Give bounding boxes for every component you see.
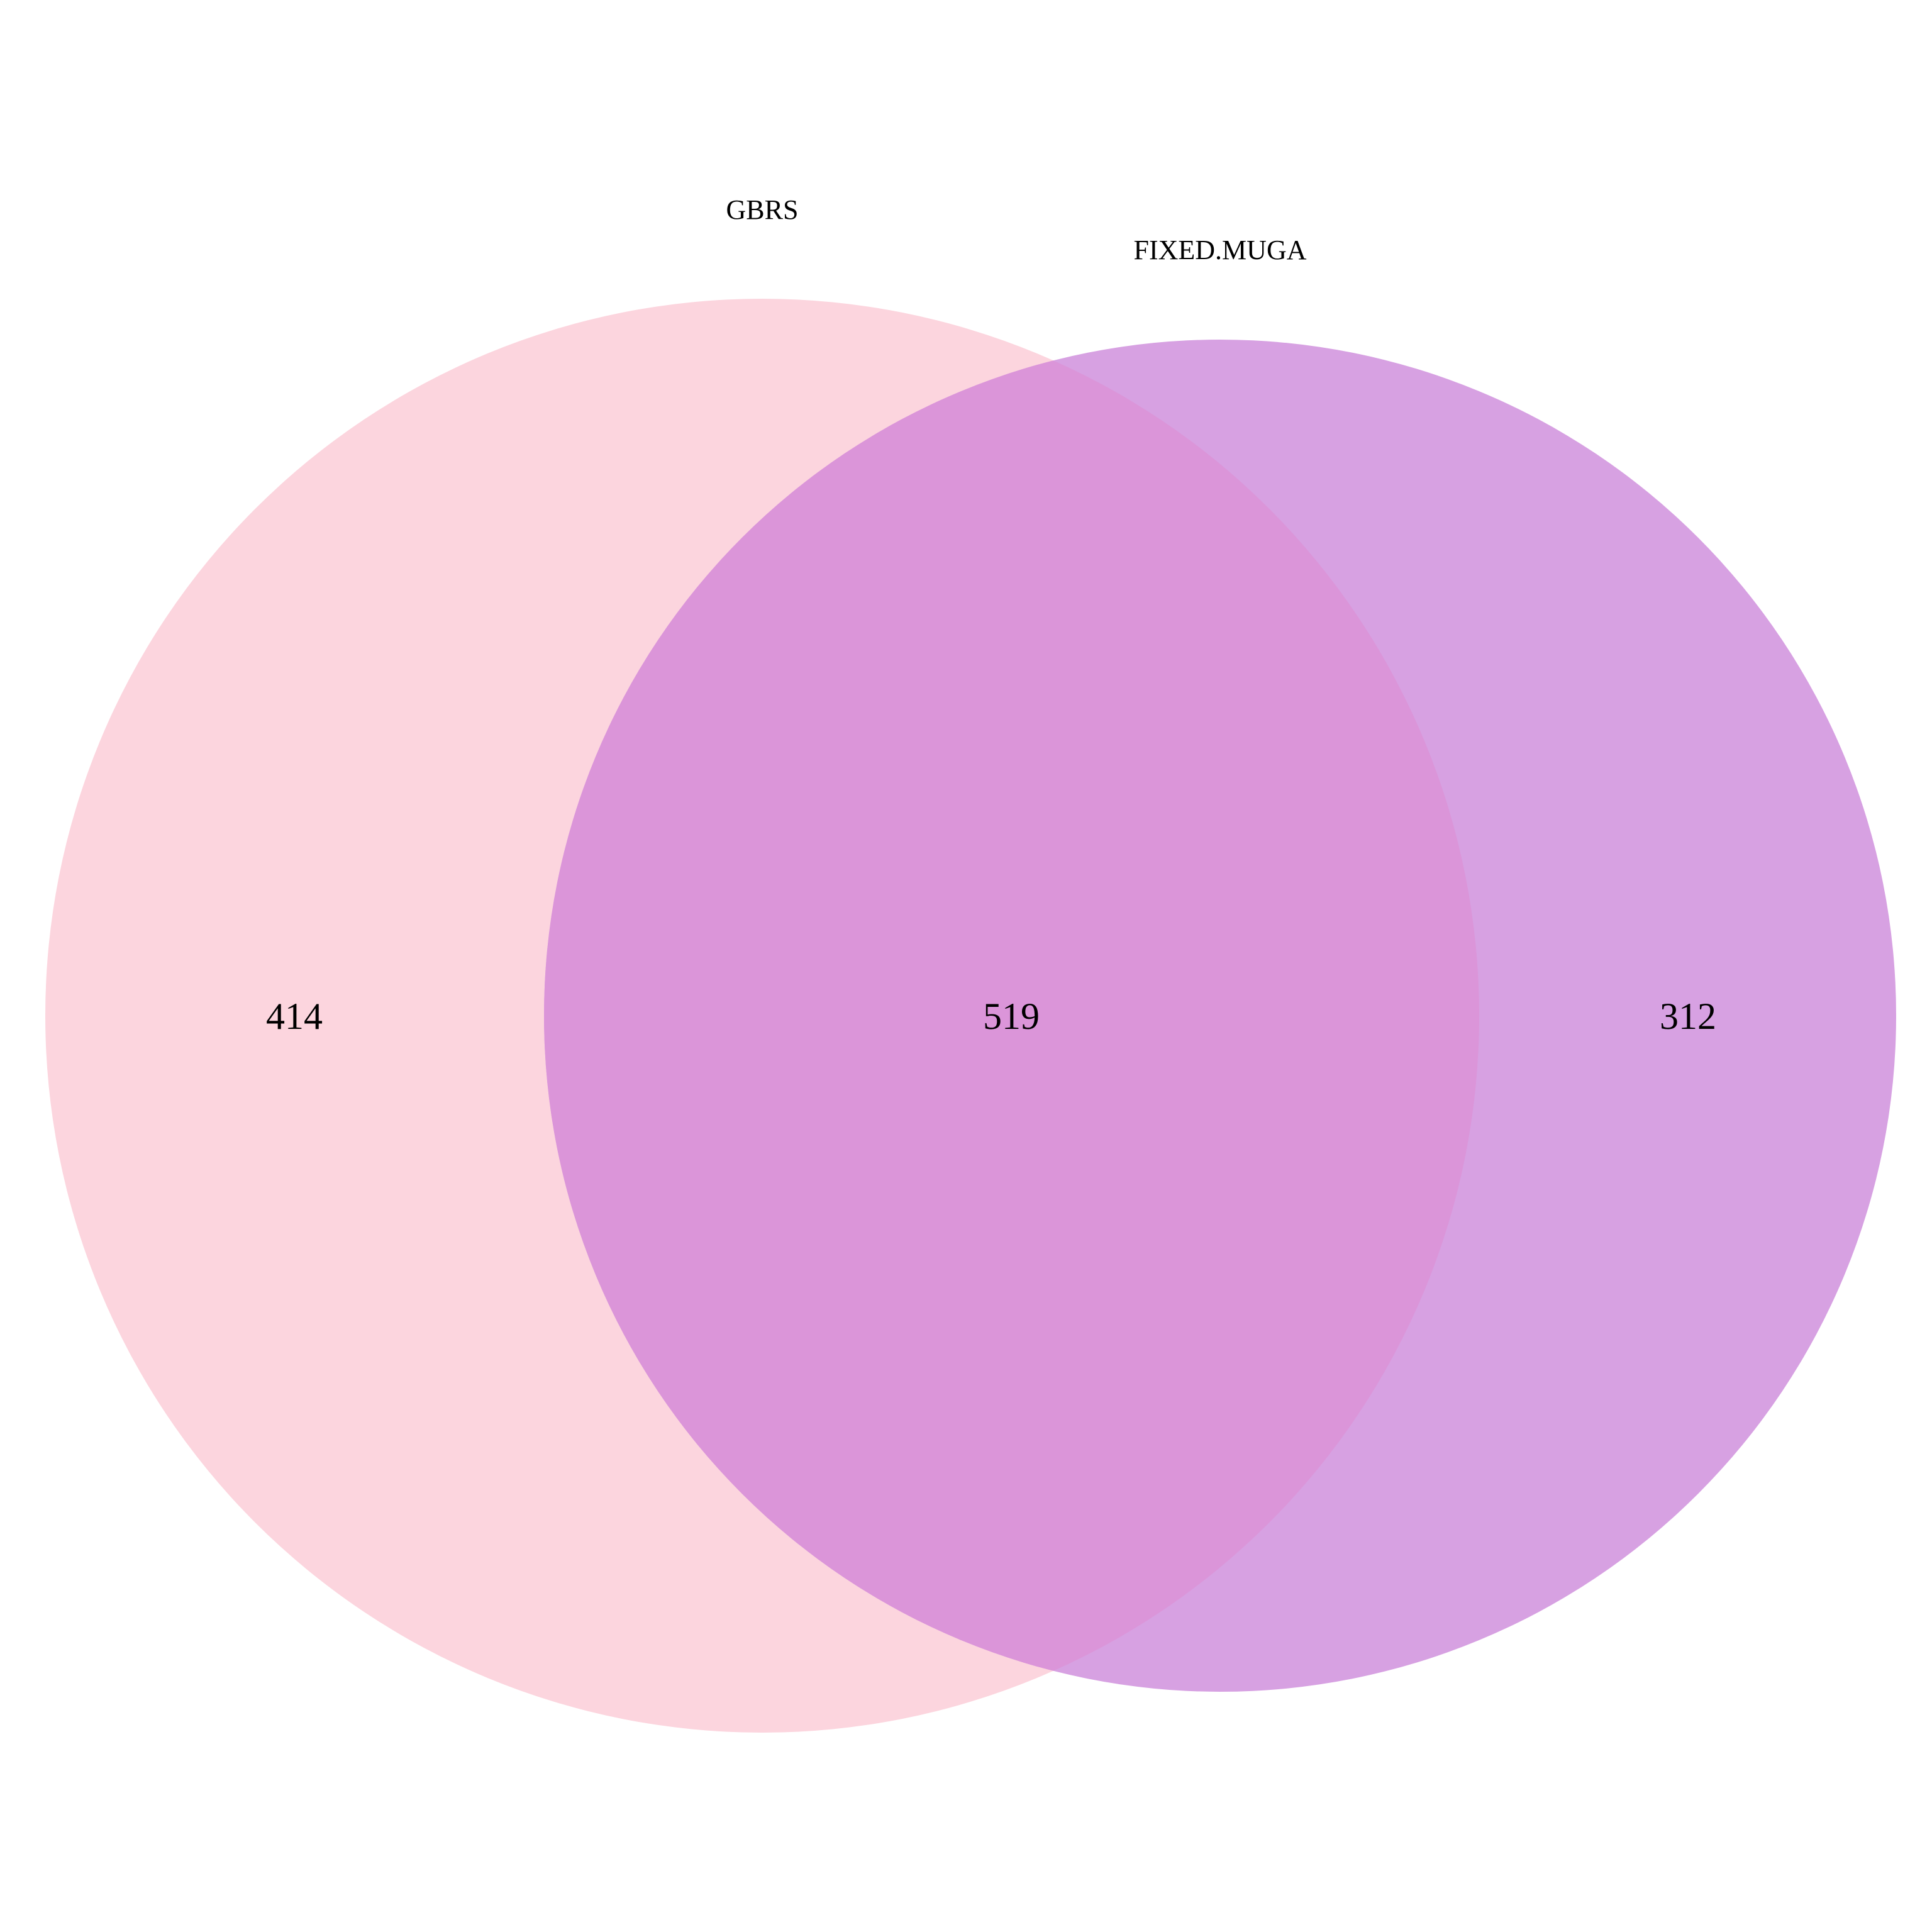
count-gbrs-only: 414 xyxy=(266,996,323,1037)
set-label-fixed-muga: FIXED.MUGA xyxy=(1134,235,1307,265)
set-label-gbrs: GBRS xyxy=(726,194,799,225)
count-fixed-muga-only: 312 xyxy=(1660,996,1716,1037)
count-intersection: 519 xyxy=(983,996,1040,1037)
intersection-region xyxy=(544,340,1479,1692)
